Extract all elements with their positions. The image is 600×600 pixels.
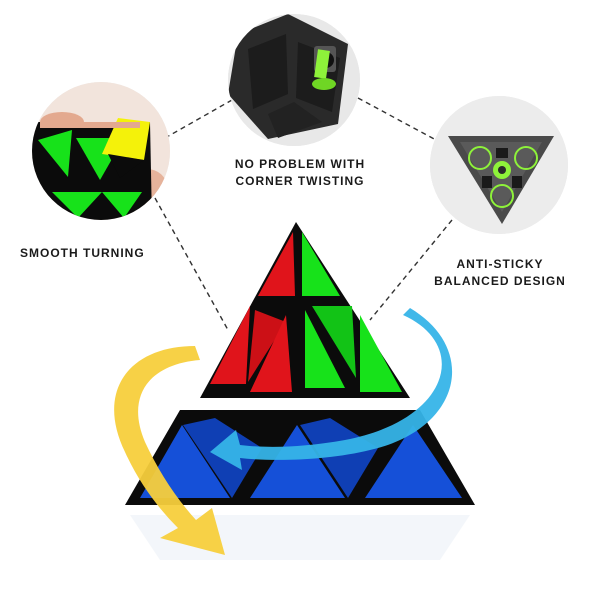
internal-core-icon [430, 96, 568, 234]
corner-twisting-label: NO PROBLEM WITH CORNER TWISTING [225, 156, 375, 190]
blue-rotation-arrow [210, 308, 453, 470]
corner-mechanism-icon [228, 14, 360, 146]
anti-label-line1: ANTI-STICKY [456, 257, 544, 271]
hand-turning-icon [32, 82, 170, 220]
yellow-rotation-arrow [114, 346, 225, 555]
smooth-turning-label: SMOOTH TURNING [20, 245, 170, 262]
connector-lines [154, 97, 453, 331]
anti-sticky-circle [430, 96, 568, 234]
corner-twisting-circle [228, 14, 360, 146]
base-tile [365, 425, 462, 498]
green-face [302, 232, 402, 392]
connector-top-left [164, 99, 233, 139]
anti-label-line2: BALANCED DESIGN [434, 274, 566, 288]
corner-label-line2: CORNER TWISTING [235, 174, 365, 188]
red-face [210, 232, 295, 392]
connector-right [369, 219, 453, 321]
corner-label-line1: NO PROBLEM WITH [234, 157, 366, 171]
connector-left [154, 197, 229, 331]
smooth-label-line1: SMOOTH TURNING [20, 246, 145, 260]
connector-top-right [357, 97, 437, 141]
anti-sticky-label: ANTI-STICKY BALANCED DESIGN [420, 256, 580, 290]
smooth-turning-circle [32, 82, 170, 220]
base-tile [250, 425, 345, 498]
